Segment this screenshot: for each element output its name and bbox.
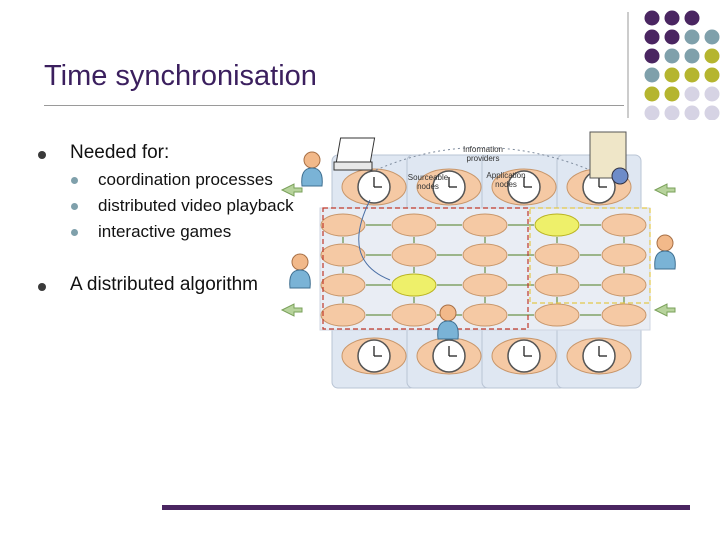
network-node — [320, 303, 366, 327]
decorative-dot — [704, 105, 720, 120]
network-node — [391, 213, 437, 237]
network-node — [462, 213, 508, 237]
network-node — [601, 273, 647, 297]
information-providers-label-line: Information — [463, 145, 503, 154]
sourceable-nodes-label-line: nodes — [417, 182, 439, 191]
network-node — [534, 243, 580, 267]
decorative-dot — [684, 86, 700, 102]
bullet-needed-for: Needed for: — [38, 142, 170, 164]
sub-bullet-marker-icon — [71, 177, 78, 184]
decorative-dot — [704, 86, 720, 102]
bullet-marker-icon — [38, 151, 46, 159]
laptop-link — [358, 199, 391, 281]
bullet-marker-icon — [38, 283, 46, 291]
user-icon-body — [301, 167, 323, 187]
direction-arrow-icon — [280, 183, 303, 197]
network-node — [320, 273, 366, 297]
slide-title: Time synchronisation — [44, 60, 317, 92]
sub-bullet-marker-icon — [71, 203, 78, 210]
network-node — [320, 243, 366, 267]
user-icon-head — [439, 304, 457, 322]
direction-arrow-icon — [280, 303, 303, 317]
decorative-dot — [704, 67, 720, 83]
network-node — [462, 243, 508, 267]
sourceable-nodes-label-line: Sourceable — [408, 173, 449, 182]
network-node — [534, 273, 580, 297]
direction-arrow-icon — [653, 183, 676, 197]
user-icon-body — [437, 320, 459, 340]
sub-bullet-coordination: coordination processes — [71, 170, 273, 190]
user-icon-body — [654, 250, 676, 270]
decorative-dot — [644, 10, 660, 26]
decorative-dot — [684, 67, 700, 83]
decorative-dot — [664, 10, 680, 26]
network-node — [601, 213, 647, 237]
sub-bullet-text: distributed video playback — [98, 196, 294, 215]
direction-arrow-icon — [653, 303, 676, 317]
decorative-dot — [684, 29, 700, 45]
user-icon-body — [289, 269, 311, 289]
server-clock-icon — [611, 167, 629, 185]
network-node — [601, 303, 647, 327]
decorative-dot — [664, 29, 680, 45]
sub-bullet-games: interactive games — [71, 222, 232, 242]
network-node — [601, 243, 647, 267]
network-node — [391, 243, 437, 267]
bottom-accent-bar — [162, 505, 690, 510]
information-providers-label-line: providers — [467, 154, 500, 163]
network-node — [391, 303, 437, 327]
sub-bullet-marker-icon — [71, 229, 78, 236]
decorative-dot — [704, 29, 720, 45]
sub-bullet-text: interactive games — [98, 222, 232, 241]
user-icon-head — [291, 253, 309, 271]
application-nodes-label-line: Application — [486, 171, 525, 180]
sync-source-node — [391, 273, 437, 297]
user-icon-head — [303, 151, 321, 169]
decorative-dot — [664, 86, 680, 102]
provider-link — [375, 147, 591, 171]
region-red — [322, 207, 529, 330]
laptop-icon — [335, 137, 376, 163]
decorative-dot — [664, 105, 680, 120]
decorative-dot — [644, 48, 660, 64]
decorative-dot — [644, 67, 660, 83]
sync-source-node — [534, 213, 580, 237]
decorative-dot — [644, 105, 660, 120]
decorative-dot — [704, 48, 720, 64]
decorative-dot — [644, 86, 660, 102]
decorative-dot-grid — [627, 10, 720, 120]
network-node — [320, 213, 366, 237]
laptop-keyboard-icon — [333, 161, 373, 171]
bullet-text: A distributed algorithm — [70, 274, 258, 295]
bullet-distributed-algorithm: A distributed algorithm — [38, 274, 258, 296]
decorative-dot — [684, 48, 700, 64]
decorative-dot — [664, 48, 680, 64]
region-yellow — [529, 207, 651, 304]
network-node — [462, 273, 508, 297]
decorative-dot — [644, 29, 660, 45]
decorative-dot — [684, 10, 700, 26]
decorative-dot — [684, 105, 700, 120]
network-node — [534, 303, 580, 327]
title-divider — [44, 105, 624, 106]
sub-bullet-text: coordination processes — [98, 170, 273, 189]
decorative-dot — [664, 67, 680, 83]
user-icon-head — [656, 234, 674, 252]
bullet-text: Needed for: — [70, 142, 170, 163]
application-nodes-label-line: nodes — [495, 180, 517, 189]
sub-bullet-video: distributed video playback — [71, 196, 294, 216]
network-node — [462, 303, 508, 327]
